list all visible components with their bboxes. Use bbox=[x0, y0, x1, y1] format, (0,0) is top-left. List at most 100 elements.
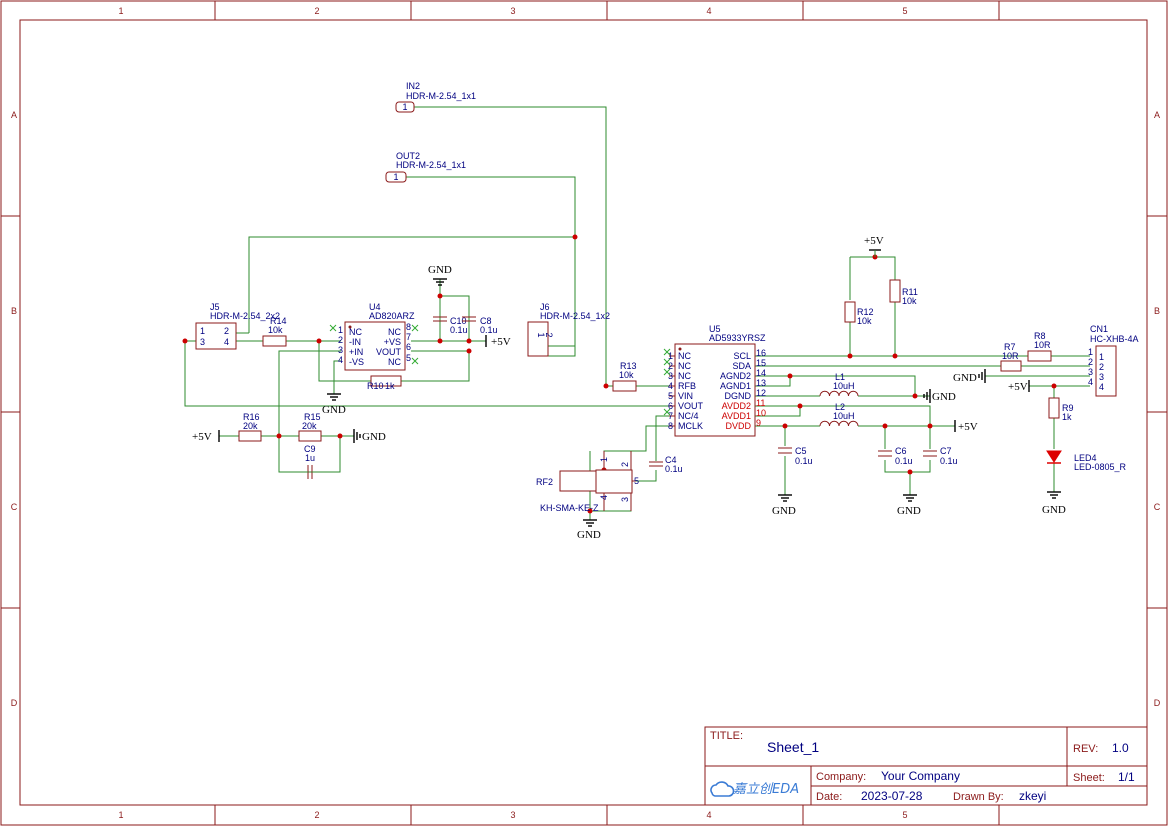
c7-value: 0.1u bbox=[940, 456, 958, 466]
svg-text:1: 1 bbox=[1099, 352, 1104, 362]
ic-u4[interactable]: U4 AD820ARZ NC -IN +IN -VS 1 2 3 4 NC +V… bbox=[329, 302, 419, 371]
capacitor-c7[interactable]: C7 0.1u bbox=[923, 446, 958, 466]
capacitor-c9[interactable]: C9 1u bbox=[279, 444, 340, 479]
capacitor-c6[interactable]: C6 0.1u bbox=[878, 446, 913, 466]
u5-pin-name: NC bbox=[678, 361, 691, 371]
svg-text:2: 2 bbox=[620, 462, 630, 467]
u5-pin-number: 9 bbox=[756, 418, 761, 428]
r11-ref: R11 bbox=[902, 287, 918, 297]
u5-pin-number: 12 bbox=[756, 388, 766, 398]
led-led4[interactable]: LED4 LED-0805_R bbox=[1046, 450, 1127, 472]
capacitor-c8[interactable]: C8 0.1u bbox=[462, 316, 498, 335]
c10-ref: C10 bbox=[450, 316, 467, 326]
u5-pin-number: 1 bbox=[668, 351, 673, 361]
connector-in2[interactable]: 1 IN2 HDR-M-2.54_1x1 bbox=[395, 81, 476, 113]
capacitor-c10[interactable]: C10 0.1u bbox=[433, 316, 468, 335]
r10-value: 1k bbox=[385, 381, 395, 391]
resistor-r7[interactable]: R7 10R bbox=[1000, 342, 1022, 372]
rf2-ref: RF2 bbox=[536, 477, 553, 487]
connector-cn1[interactable]: CN1 HC-XHB-4A 1 2 3 4 1 2 3 4 bbox=[1088, 324, 1139, 397]
junctions bbox=[182, 234, 1057, 514]
connector-out2[interactable]: 1 OUT2 HDR-M-2.54_1x1 bbox=[385, 151, 466, 183]
resistor-r11[interactable]: R11 10k bbox=[889, 279, 918, 306]
connector-j5[interactable]: 1 2 3 4 J5 HDR-M-2.54_2x2 bbox=[195, 302, 280, 350]
r8-ref: R8 bbox=[1034, 331, 1046, 341]
j5-ref: J5 bbox=[210, 302, 220, 312]
svg-text:5: 5 bbox=[634, 476, 639, 486]
svg-text:NC: NC bbox=[349, 327, 362, 337]
resistor-r8[interactable]: R8 10R bbox=[1027, 331, 1052, 362]
u5-pin-name: DVDD bbox=[725, 421, 751, 431]
r9-value: 1k bbox=[1062, 412, 1072, 422]
svg-text:+IN: +IN bbox=[349, 347, 363, 357]
u5-pin-name: AVDD1 bbox=[722, 411, 751, 421]
resistor-r15[interactable]: R15 20k bbox=[298, 412, 322, 442]
resistor-r10[interactable]: R10 1k bbox=[367, 375, 402, 391]
gnd-label-u4: GND bbox=[428, 264, 452, 276]
svg-text:VOUT: VOUT bbox=[376, 347, 402, 357]
svg-text:NC: NC bbox=[388, 357, 401, 367]
out2-value: HDR-M-2.54_1x1 bbox=[396, 160, 466, 170]
u5-pin-name: AGND2 bbox=[720, 371, 751, 381]
svg-text:2: 2 bbox=[338, 335, 343, 345]
zone-col-2-bottom: 2 bbox=[314, 810, 319, 820]
u5-pin-name: MCLK bbox=[678, 421, 703, 431]
capacitor-c5[interactable]: C5 0.1u bbox=[778, 446, 813, 466]
svg-text:3: 3 bbox=[338, 345, 343, 355]
sheet-title: Sheet_1 bbox=[767, 739, 819, 755]
sheet-value: 1/1 bbox=[1118, 770, 1135, 784]
resistor-r16[interactable]: R16 20k bbox=[238, 412, 262, 442]
c6-ref: C6 bbox=[895, 446, 907, 456]
ic-u5[interactable]: U5 AD5933YRSZ NC1NC2NC3RFB4VIN5VOUT6NC/4… bbox=[663, 324, 766, 437]
l2-ref: L2 bbox=[835, 402, 845, 412]
svg-text:4: 4 bbox=[1099, 382, 1104, 392]
svg-text:5: 5 bbox=[406, 353, 411, 363]
svg-text:1: 1 bbox=[402, 102, 407, 112]
out2-ref: OUT2 bbox=[396, 151, 420, 161]
resistor-r14[interactable]: R14 10k bbox=[262, 316, 287, 347]
svg-text:2: 2 bbox=[1088, 357, 1093, 367]
capacitor-c4[interactable]: C4 0.1u bbox=[649, 455, 683, 474]
connector-j6[interactable]: 1 2 J6 HDR-M-2.54_1x2 bbox=[527, 302, 610, 357]
zone-col-3: 3 bbox=[510, 6, 515, 16]
inductor-l1[interactable]: L1 10uH bbox=[819, 372, 859, 397]
v5-label-u4: +5V bbox=[491, 336, 511, 348]
u5-pin-name: NC/4 bbox=[678, 411, 699, 421]
svg-text:4: 4 bbox=[224, 337, 229, 347]
l1-ref: L1 bbox=[835, 372, 845, 382]
r12-value: 10k bbox=[857, 316, 872, 326]
svg-text:-IN: -IN bbox=[349, 337, 361, 347]
resistor-r12[interactable]: R12 10k bbox=[844, 301, 874, 326]
in2-ref: IN2 bbox=[406, 81, 420, 91]
r13-value: 10k bbox=[619, 370, 634, 380]
r13-ref: R13 bbox=[620, 361, 637, 371]
u5-value: AD5933YRSZ bbox=[709, 333, 766, 343]
svg-text:1: 1 bbox=[536, 332, 546, 337]
zone-row-a: A bbox=[11, 110, 17, 120]
title-block: TITLE: Sheet_1 REV: 1.0 Company: Your Co… bbox=[704, 726, 1148, 806]
wires bbox=[184, 106, 1090, 520]
svg-text:NC: NC bbox=[388, 327, 401, 337]
resistor-r13[interactable]: R13 10k bbox=[612, 361, 637, 392]
svg-text:-VS: -VS bbox=[349, 357, 364, 367]
r12-ref: R12 bbox=[857, 307, 874, 317]
r7-value: 10R bbox=[1002, 351, 1019, 361]
u5-pin-number: 14 bbox=[756, 368, 766, 378]
connector-rf2[interactable]: 1 2 3 4 5 RF2 KH-SMA-KE-Z bbox=[536, 451, 639, 513]
svg-text:2: 2 bbox=[544, 332, 554, 337]
inductor-l2[interactable]: L2 10uH bbox=[819, 402, 859, 427]
u5-pin-number: 11 bbox=[756, 398, 765, 408]
r9-ref: R9 bbox=[1062, 403, 1074, 413]
r14-value: 10k bbox=[268, 325, 283, 335]
svg-text:1: 1 bbox=[200, 326, 205, 336]
u5-pin-number: 6 bbox=[668, 401, 673, 411]
r8-value: 10R bbox=[1034, 340, 1051, 350]
zone-col-2: 2 bbox=[314, 6, 319, 16]
resistor-r9[interactable]: R9 1k bbox=[1048, 397, 1074, 422]
svg-text:2: 2 bbox=[1099, 362, 1104, 372]
gnd-label-u4-vs: GND bbox=[322, 404, 346, 416]
c8-ref: C8 bbox=[480, 316, 492, 326]
u5-pin-number: 8 bbox=[668, 421, 673, 431]
c5-ref: C5 bbox=[795, 446, 807, 456]
